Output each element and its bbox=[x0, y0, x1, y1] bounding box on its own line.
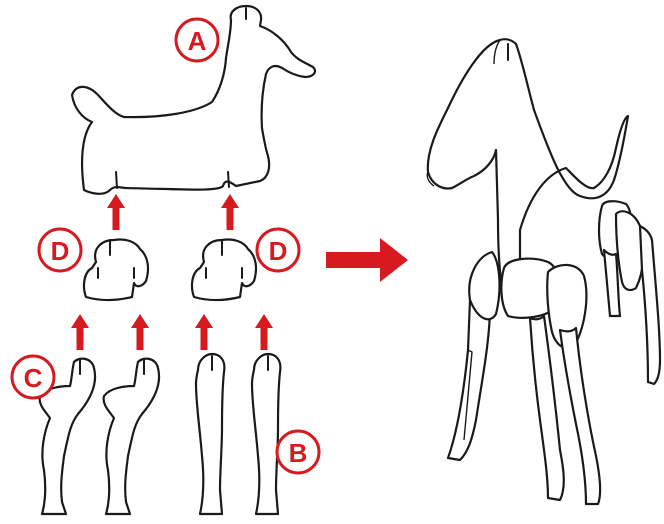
arrow-right-icon bbox=[326, 238, 408, 282]
piece-d-connector-right bbox=[192, 239, 256, 300]
label-badge-d-left: D bbox=[39, 229, 81, 271]
label-badge-d-right: D bbox=[257, 229, 299, 271]
arrow-up-icon bbox=[255, 314, 273, 350]
label-badge-c: C bbox=[12, 356, 54, 398]
label-d-left-text: D bbox=[51, 236, 70, 266]
piece-b-hind-leg-2 bbox=[252, 354, 280, 514]
arrow-up-icon bbox=[131, 314, 149, 350]
piece-c-front-leg-2 bbox=[104, 359, 159, 514]
piece-b-hind-leg-1 bbox=[196, 354, 224, 514]
label-d-right-text: D bbox=[269, 236, 288, 266]
label-a-text: A bbox=[188, 26, 207, 56]
label-c-text: C bbox=[24, 363, 43, 393]
arrow-up-icon bbox=[107, 194, 125, 230]
label-badge-b: B bbox=[277, 431, 319, 473]
arrow-up-icon bbox=[195, 314, 213, 350]
label-badge-a: A bbox=[176, 19, 218, 61]
label-b-text: B bbox=[289, 438, 308, 468]
assembled-horse bbox=[427, 39, 660, 504]
arrow-up-icon bbox=[221, 194, 239, 230]
piece-d-connector-left bbox=[84, 239, 148, 300]
arrow-up-icon bbox=[71, 314, 89, 350]
